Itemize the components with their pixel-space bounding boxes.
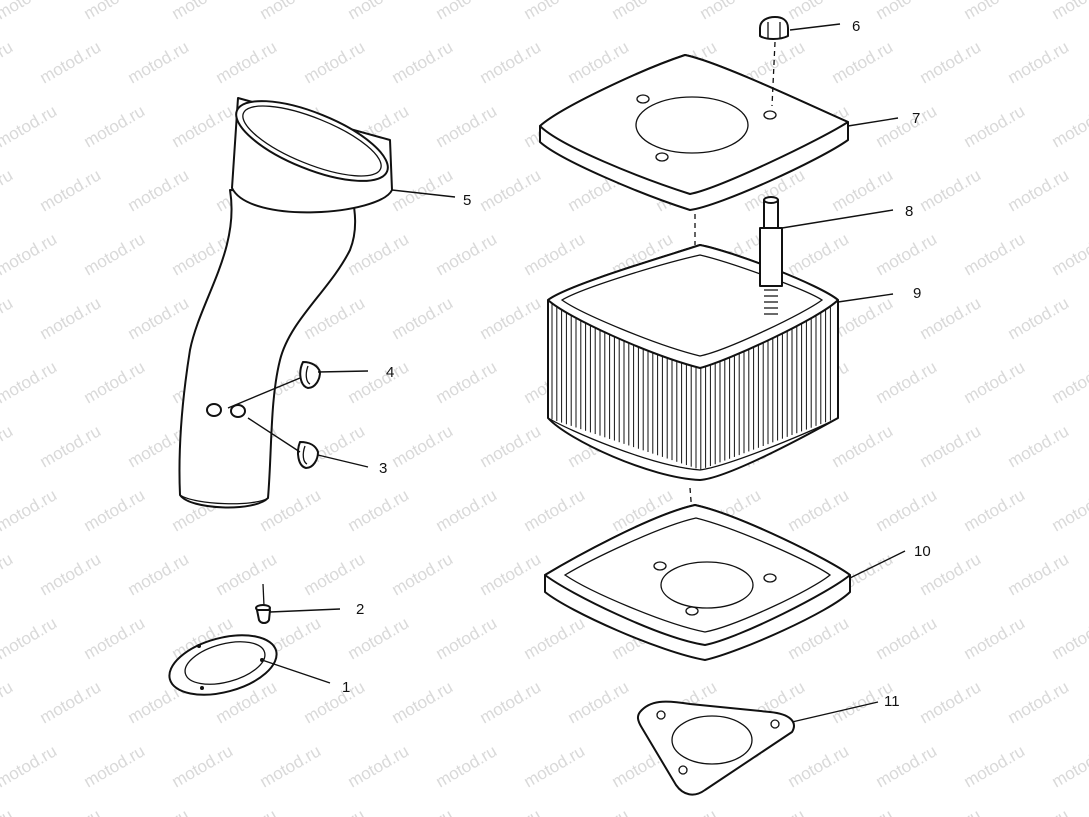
callout-6: 6 — [852, 18, 860, 35]
cap-nut — [759, 16, 789, 40]
callout-11: 11 — [884, 693, 900, 710]
mounting-stud — [759, 196, 783, 315]
callout-7: 7 — [912, 110, 920, 127]
callout-10: 10 — [914, 543, 931, 560]
watermark-text: motod.ru — [0, 805, 16, 817]
leader-lines — [227, 23, 906, 723]
tube-hole — [230, 404, 246, 418]
intake-tube — [178, 97, 393, 509]
ring-gasket — [168, 634, 278, 696]
air-box-base — [544, 504, 851, 661]
callout-4: 4 — [386, 364, 394, 381]
clip-lower — [297, 441, 319, 469]
callout-5: 5 — [463, 192, 471, 209]
callout-9: 9 — [913, 285, 921, 302]
tube-hole — [206, 403, 222, 417]
callout-8: 8 — [905, 203, 913, 220]
callout-1: 1 — [342, 679, 350, 696]
clip-upper — [299, 361, 321, 389]
callout-3: 3 — [379, 460, 387, 477]
triangle-gasket — [636, 700, 795, 796]
air-box-cover — [539, 54, 849, 211]
filter-pleats — [551, 301, 831, 470]
push-pin — [255, 583, 271, 624]
callout-2: 2 — [356, 601, 364, 618]
